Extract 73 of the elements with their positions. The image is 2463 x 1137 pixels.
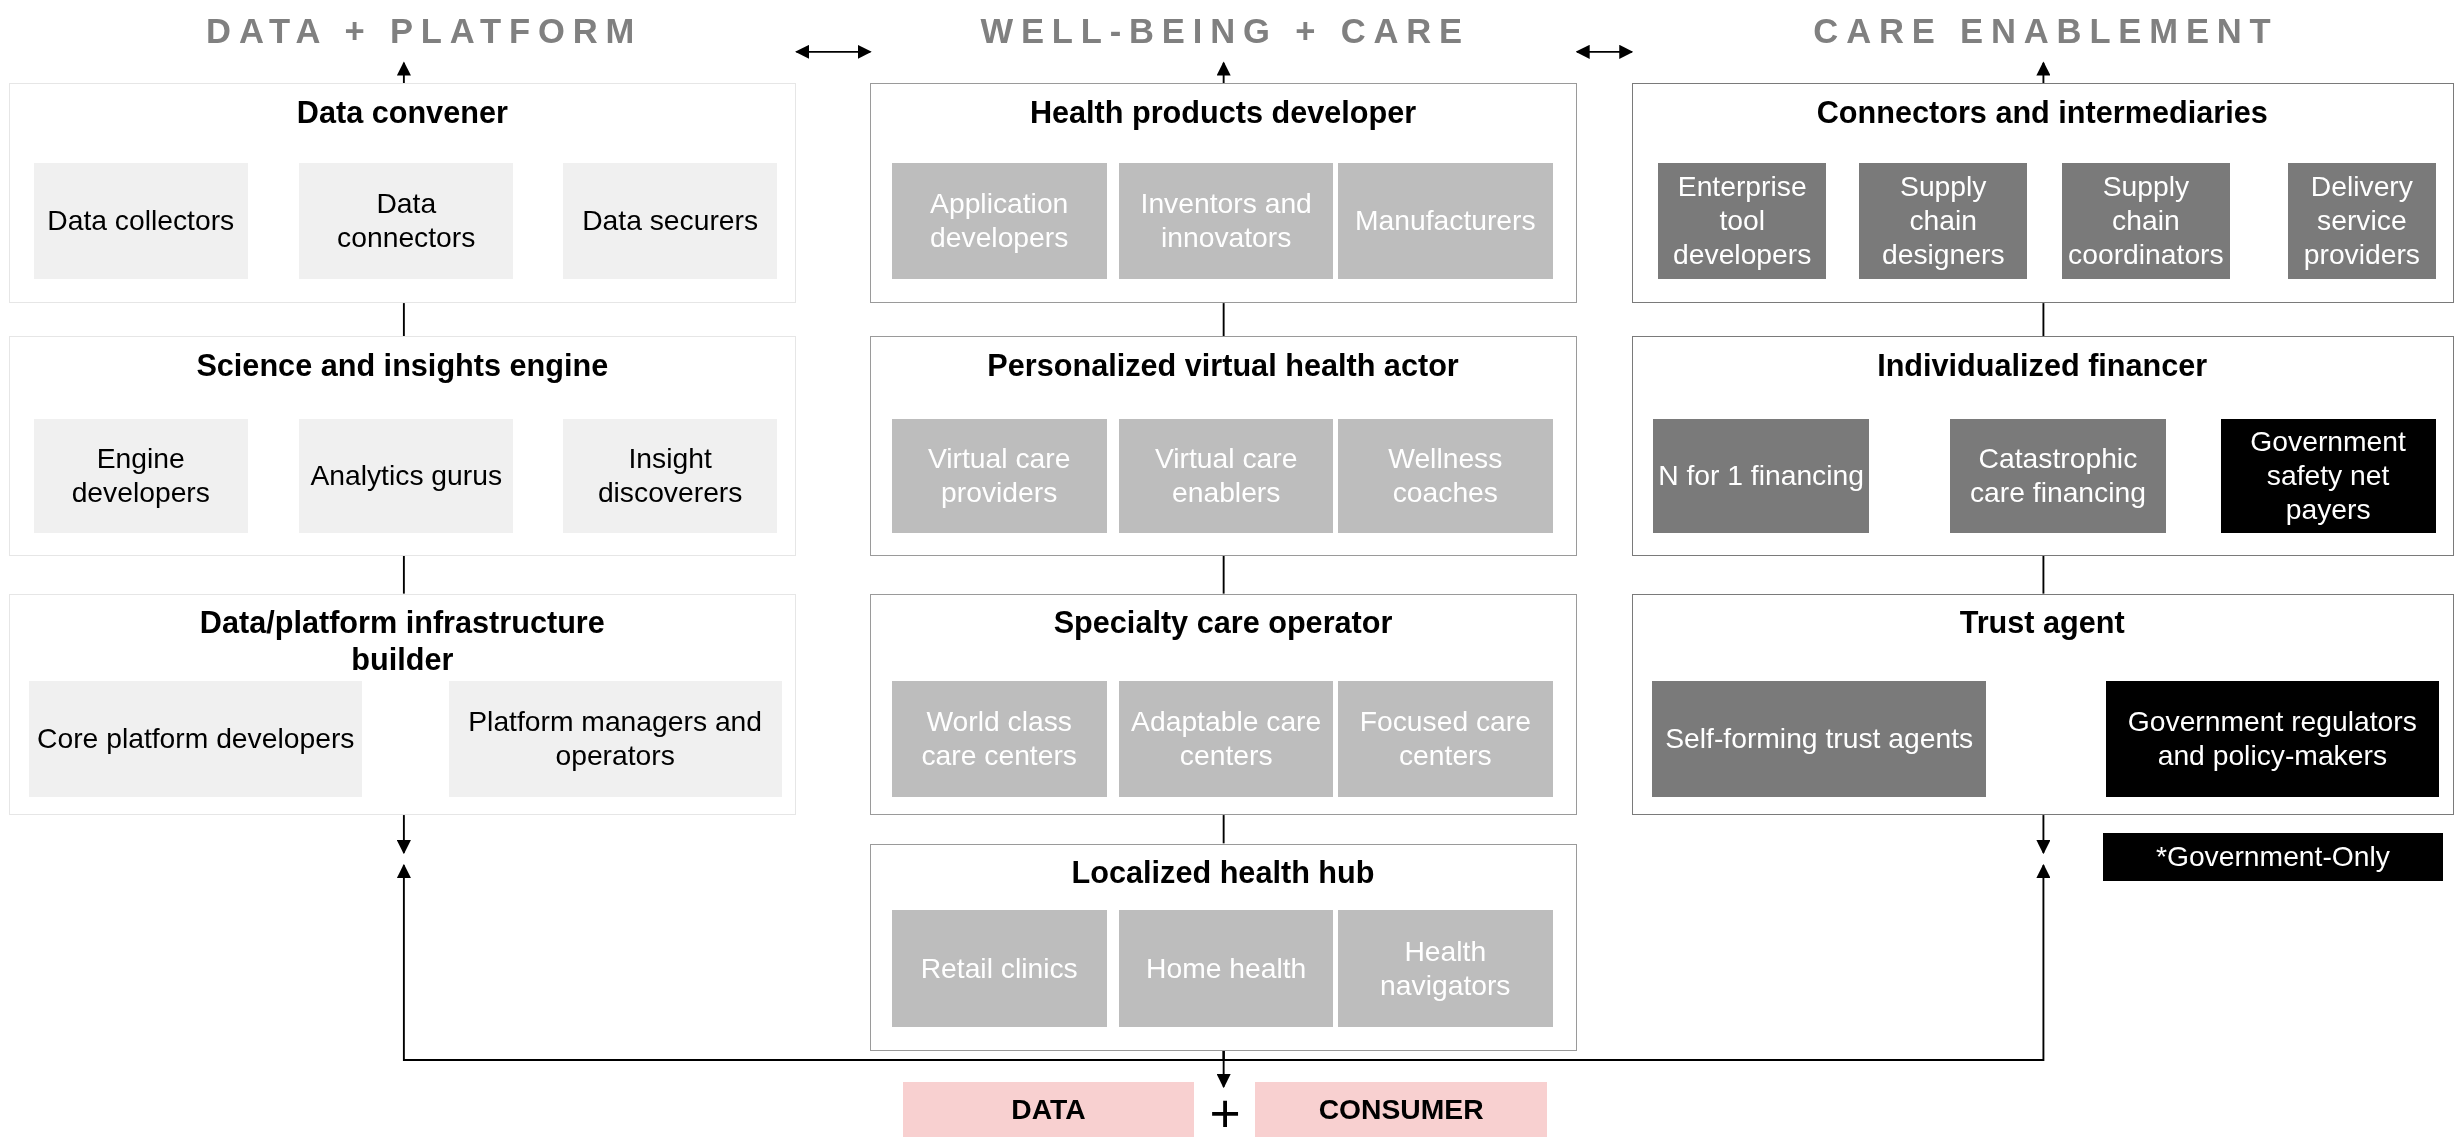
- panel-title: Localized health hub: [1070, 853, 1376, 891]
- connector-line: [1222, 814, 1225, 845]
- role-box: Catastrophic care financing: [1950, 418, 2166, 534]
- arrow: [2036, 814, 2051, 855]
- panel-title: Specialty care operator: [1052, 604, 1394, 641]
- panel-title: Trust agent: [1958, 604, 2126, 641]
- category-panel: [870, 593, 1578, 816]
- arrow: [1216, 61, 1231, 85]
- connector-line: [2042, 555, 2045, 595]
- panel-title: Individualized financer: [1876, 346, 2209, 384]
- role-box: World class care centers: [891, 681, 1107, 798]
- legend-key: *Government-Only: [2103, 832, 2443, 882]
- role-box: Application developers: [891, 162, 1107, 279]
- category-panel: [870, 843, 1578, 1051]
- connector-line: [1222, 302, 1225, 337]
- plus-sign: +: [1203, 1087, 1248, 1137]
- arrow: [396, 61, 411, 85]
- column-heading: DATA + PLATFORM: [62, 0, 786, 63]
- tag-box: CONSUMER: [1255, 1082, 1548, 1137]
- panel-title: Data/platform infrastructure builder: [198, 604, 606, 678]
- connector-line: [1222, 555, 1225, 595]
- category-panel: [9, 336, 797, 557]
- role-box: Enterprise tool developers: [1658, 162, 1827, 279]
- arrow: [396, 814, 411, 855]
- role-box: Home health: [1119, 910, 1333, 1027]
- tag-box: DATA: [903, 1082, 1194, 1137]
- role-box: Government regulators and policy-makers: [2105, 681, 2439, 798]
- role-box: Supply chain designers: [1859, 162, 2028, 279]
- arrow: [1222, 863, 2051, 1061]
- connector-line: [402, 555, 405, 595]
- category-panel: [9, 83, 797, 304]
- category-panel: [1632, 83, 2454, 304]
- role-box: Retail clinics: [891, 910, 1107, 1027]
- role-box: Manufacturers: [1337, 162, 1553, 279]
- category-panel: [9, 593, 797, 816]
- role-box: Virtual care providers: [891, 418, 1107, 534]
- role-box: Delivery service providers: [2288, 162, 2436, 279]
- panel-title: Personalized virtual health actor: [986, 346, 1460, 384]
- panel-title: Science and insights engine: [195, 346, 610, 384]
- arrow: [795, 44, 872, 59]
- role-box: Platform managers and operators: [448, 681, 782, 798]
- role-box: Data collectors: [33, 162, 248, 279]
- role-box: Analytics gurus: [299, 418, 514, 534]
- role-box: Health navigators: [1337, 910, 1553, 1027]
- arrow: [1575, 44, 1634, 59]
- category-panel: [870, 336, 1578, 557]
- role-box: Insight discoverers: [563, 418, 777, 534]
- arrow: [1216, 1049, 1231, 1089]
- arrow: [2036, 61, 2051, 85]
- role-box: Virtual care enablers: [1119, 418, 1333, 534]
- role-box: Data securers: [563, 162, 777, 279]
- panel-title: Data convener: [295, 93, 509, 131]
- category-panel: [870, 83, 1578, 304]
- role-box: Government safety net payers: [2220, 418, 2436, 534]
- role-box: Self-forming trust agents: [1651, 681, 1987, 798]
- role-box: Engine developers: [33, 418, 248, 534]
- role-box: Core platform developers: [29, 681, 363, 798]
- arrow: [396, 863, 1225, 1061]
- role-box: Adaptable care centers: [1119, 681, 1333, 798]
- connector-line: [402, 302, 405, 337]
- column-heading: CARE ENABLEMENT: [1665, 0, 2427, 63]
- category-panel: [1632, 593, 2454, 816]
- role-box: Wellness coaches: [1337, 418, 1553, 534]
- role-box: Supply chain coordinators: [2061, 162, 2230, 279]
- column-heading: WELL-BEING + CARE: [903, 0, 1548, 63]
- category-panel: [1632, 336, 2454, 557]
- role-box: Inventors and innovators: [1119, 162, 1333, 279]
- role-box: Data connectors: [299, 162, 514, 279]
- panel-title: Health products developer: [1028, 93, 1418, 131]
- role-box: Focused care centers: [1337, 681, 1553, 798]
- connector-line: [2042, 302, 2045, 337]
- role-box: N for 1 financing: [1653, 418, 1869, 534]
- panel-title: Connectors and intermediaries: [1815, 93, 2269, 131]
